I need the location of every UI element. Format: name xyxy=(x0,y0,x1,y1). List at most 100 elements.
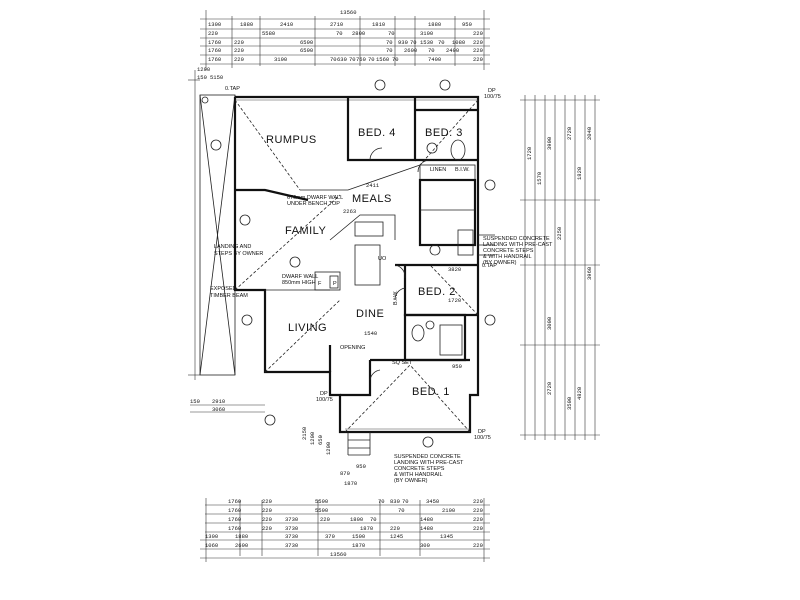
note-dwarf-mid-2: 850mm HIGH xyxy=(282,280,316,286)
note-susp-bot-4: & WITH HANDRAIL xyxy=(394,472,443,478)
dim-top-overall: 13560 xyxy=(340,9,357,16)
dim-bot-r1-2: 5590 xyxy=(315,498,328,505)
entry-steps xyxy=(347,234,495,456)
note-dwarf-top-2: UNDER BENCH TOP xyxy=(287,201,340,207)
dim-top-r5-3: 70 xyxy=(330,56,337,63)
dim-top-r5-6: 760 xyxy=(356,56,366,63)
note-susp-bot-3: CONCRETE STEPS xyxy=(394,466,445,472)
dim-bot-r1-6: 3450 xyxy=(426,498,439,505)
internal-walls xyxy=(235,97,478,397)
dim-left-bottom-1: 2910 xyxy=(212,398,225,405)
dim-bot-r2-2: 5590 xyxy=(315,507,328,514)
dim-bot-r4-6: 220 xyxy=(473,525,483,532)
note-dp-left-2: 100/75 xyxy=(316,397,333,403)
dim-bot-r1-0: 1760 xyxy=(228,498,241,505)
dim-top-r2-4: 70 xyxy=(388,30,395,37)
dim-bot-r5-6: 1345 xyxy=(440,533,453,540)
svg-text:F: F xyxy=(318,281,322,287)
dim-bot-r2-1: 220 xyxy=(262,507,272,514)
dim-left-top-1: 150 xyxy=(197,74,207,81)
room-rumpus: RUMPUS xyxy=(266,134,317,146)
dim-bot-r2-3: 70 xyxy=(398,507,405,514)
dim-top-r3-0: 1760 xyxy=(208,39,221,46)
room-living: LIVING xyxy=(288,322,327,334)
dim-bot-r6-0: 1060 xyxy=(205,542,218,549)
dim-right-5: 1820 xyxy=(576,167,583,180)
dim-top-r2-5: 3100 xyxy=(420,30,433,37)
dim-misc-6: 870 xyxy=(340,470,350,477)
note-susp-right-3: CONCRETE STEPS xyxy=(483,248,534,254)
dim-right-2: 3900 xyxy=(546,137,553,150)
dim-bot-r1-7: 220 xyxy=(473,498,483,505)
note-susp-bot-5: (BY OWNER) xyxy=(394,478,428,484)
dim-top-r2-0: 220 xyxy=(208,30,218,37)
dim-top-r3-3: 70 xyxy=(386,39,393,46)
dim-right-1: 1570 xyxy=(536,172,543,185)
door-swings xyxy=(369,147,431,381)
dim-bot-r6-4: 300 xyxy=(420,542,430,549)
dim-bot-r4-3: 1870 xyxy=(360,525,373,532)
dim-top-r3-1: 220 xyxy=(234,39,244,46)
note-susp-bot-2: LANDING WITH PRE-CAST xyxy=(394,460,464,466)
dim-top-r1-4: 1810 xyxy=(372,21,385,28)
dim-top-r2-3: 2800 xyxy=(352,30,365,37)
svg-text:P: P xyxy=(333,281,337,287)
dim-top-r1-0: 1300 xyxy=(208,21,221,28)
dim-top-r3-6: 1530 xyxy=(420,39,433,46)
dim-misc-1: 2263 xyxy=(343,208,356,215)
dim-bot-r1-1: 220 xyxy=(262,498,272,505)
dim-bot-r2-4: 2100 xyxy=(442,507,455,514)
dim-bot-r3-5: 70 xyxy=(370,516,377,523)
dim-right-8: 2720 xyxy=(546,382,553,395)
top-dimension-strings: 13560 1300 1880 2410 2710 1810 1880 950 … xyxy=(200,9,490,70)
dim-bot-r5-4: 1500 xyxy=(352,533,365,540)
note-dp-left-1: DP xyxy=(320,391,328,397)
dim-top-r2-2: 70 xyxy=(336,30,343,37)
dim-top-r5-2: 3190 xyxy=(274,56,287,63)
dim-bot-r3-2: 3730 xyxy=(285,516,298,523)
dim-bot-r5-3: 370 xyxy=(325,533,335,540)
dim-bot-r6-2: 3730 xyxy=(285,542,298,549)
note-dp-bot-1: DP xyxy=(478,429,486,435)
dim-right-0: 1720 xyxy=(526,147,533,160)
dim-right-10: 4820 xyxy=(576,387,583,400)
left-deck: LANDING AND STEPS BY OWNER EXPOSED TIMBE… xyxy=(199,94,263,376)
dim-right-9: 3500 xyxy=(566,397,573,410)
dim-right-4: 2720 xyxy=(566,127,573,140)
dim-bot-r6-5: 220 xyxy=(473,542,483,549)
dim-bot-r3-3: 220 xyxy=(320,516,330,523)
dim-misc-12: 1200 xyxy=(325,442,332,455)
dim-top-r1-6: 950 xyxy=(462,21,472,28)
note-dp-top-1: DP xyxy=(488,88,496,94)
dim-bot-r5-1: 1880 xyxy=(235,533,248,540)
dim-bot-r1-3: 70 xyxy=(378,498,385,505)
dim-misc-2: 3820 xyxy=(448,266,461,273)
dim-right-11: 3960 xyxy=(586,267,593,280)
right-dimension-strings: 1720 1570 3900 2250 2720 1820 2040 3000 … xyxy=(520,95,600,440)
bottom-dimension-strings: 1760 220 5590 70 830 70 3450 220 1760 22… xyxy=(200,498,490,562)
dim-top-r2-1: 5580 xyxy=(262,30,275,37)
dim-bot-r5-0: 1300 xyxy=(205,533,218,540)
dim-top-r4-2: 6590 xyxy=(300,47,313,54)
dim-top-r5-4: 630 xyxy=(337,56,347,63)
dim-misc-8: 950 xyxy=(356,463,366,470)
room-biw-mid: B.I.W. xyxy=(393,290,399,305)
note-susp-right-5: (BY OWNER) xyxy=(483,260,517,266)
dim-bot-r5-5: 1245 xyxy=(390,533,403,540)
room-bed2: BED. 2 xyxy=(418,286,456,298)
dim-top-r5-8: 1560 xyxy=(376,56,389,63)
dim-bot-r2-0: 1760 xyxy=(228,507,241,514)
dim-top-r3-7: 70 xyxy=(438,39,445,46)
room-bed1: BED. 1 xyxy=(412,386,450,398)
note-timber-2: TIMBER BEAM xyxy=(210,293,248,299)
dim-top-r2-6: 220 xyxy=(473,30,483,37)
dim-misc-5: 950 xyxy=(452,363,462,370)
dim-right-7: 3000 xyxy=(546,317,553,330)
dim-bot-r3-6: 1480 xyxy=(420,516,433,523)
window-markers xyxy=(239,79,496,448)
dim-top-r5-1: 220 xyxy=(234,56,244,63)
dim-misc-0: 2411 xyxy=(366,182,380,189)
dim-top-r1-2: 2410 xyxy=(280,21,293,28)
dim-right-3: 2250 xyxy=(556,227,563,240)
note-dwarf-mid-1: DWARF WALL xyxy=(282,274,318,280)
